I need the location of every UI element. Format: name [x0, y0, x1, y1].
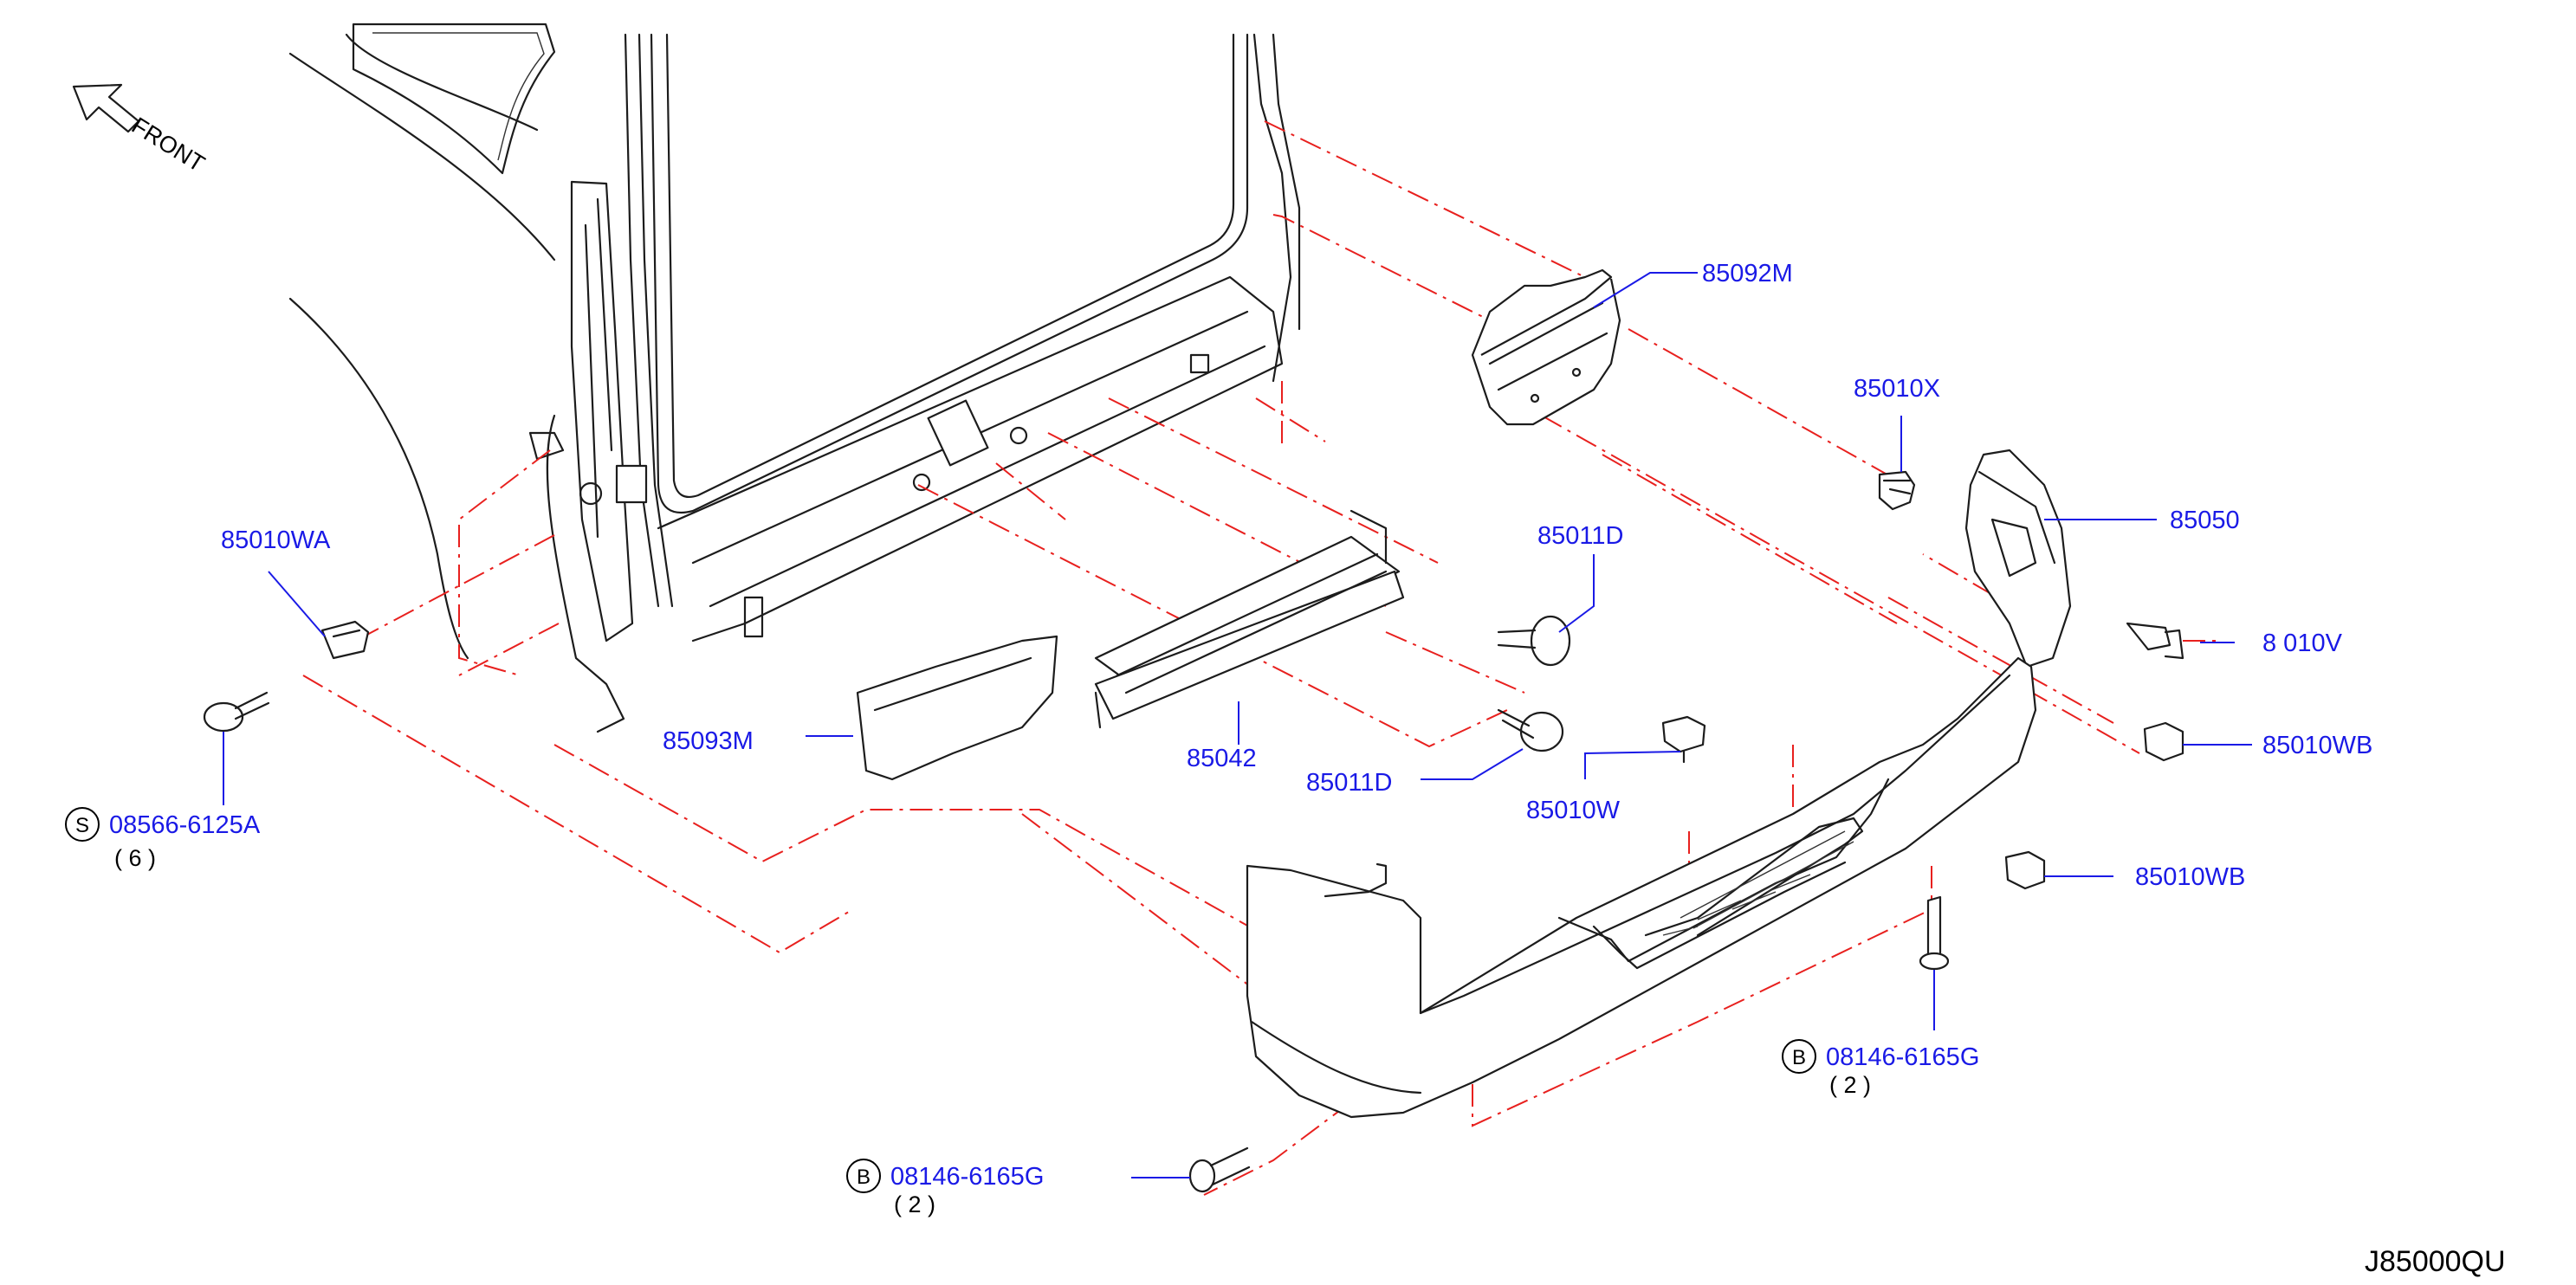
part-85011d-grommet-2[interactable] — [1497, 708, 1564, 752]
symbol-b-circle-2 — [846, 1159, 881, 1193]
label-85010wb-2: 85010WB — [2135, 863, 2245, 891]
part-08146-6165g-bolt-1[interactable] — [1919, 895, 1950, 971]
part-85010x-clip[interactable] — [1878, 470, 1916, 511]
part-85010v-clip[interactable] — [2126, 622, 2184, 660]
part-85093m-bracket[interactable] — [856, 635, 1058, 781]
part-85010wb-clip-2[interactable] — [2004, 850, 2046, 890]
label-08566-6125a: 08566-6125A — [109, 811, 261, 839]
qty-08146-6165g-2: ( 2 ) — [894, 1191, 935, 1217]
symbol-s: S — [75, 814, 89, 837]
label-85093m: 85093M — [663, 727, 754, 755]
label-85010v: 8 010V — [2262, 630, 2343, 657]
label-85042: 85042 — [1187, 745, 1257, 772]
part-85010wb-clip-1[interactable] — [2143, 721, 2184, 762]
qty-08566-6125a: ( 6 ) — [114, 845, 156, 871]
label-85010w: 85010W — [1526, 797, 1621, 824]
symbol-b-1: B — [1792, 1046, 1806, 1069]
label-85092m: 85092M — [1702, 260, 1793, 287]
part-85092m-bracket[interactable] — [1471, 268, 1621, 426]
label-85050: 85050 — [2170, 507, 2240, 534]
diagram-reference: J85000QU — [2365, 1245, 2506, 1278]
symbol-s-circle — [65, 807, 100, 842]
label-85010x: 85010X — [1854, 375, 1940, 403]
part-85050-side-bracket[interactable] — [1964, 449, 2072, 668]
leader-lines — [223, 272, 2252, 1178]
part-08566-6125a-screw[interactable] — [203, 691, 270, 733]
label-85011d-2: 85011D — [1306, 769, 1392, 797]
label-08146-6165g-2: 08146-6165G — [890, 1163, 1044, 1191]
part-85010wa-clip[interactable] — [320, 620, 370, 660]
label-08146-6165g-1: 08146-6165G — [1826, 1043, 1979, 1071]
front-arrow-icon — [72, 83, 140, 133]
label-85010wb-1: 85010WB — [2262, 732, 2372, 759]
rear-bumper-fascia[interactable] — [1246, 656, 2037, 1119]
symbol-b-circle-1 — [1782, 1039, 1816, 1074]
body-panel — [288, 23, 1301, 733]
part-08146-6165g-bolt-2[interactable] — [1188, 1146, 1251, 1193]
part-85042-reinforcement[interactable] — [1094, 509, 1405, 729]
part-85010w-clip[interactable] — [1661, 715, 1706, 764]
qty-08146-6165g-1: ( 2 ) — [1829, 1072, 1871, 1098]
part-85011d-grommet-1[interactable] — [1497, 615, 1571, 667]
symbol-b-2: B — [857, 1166, 871, 1189]
label-85011d-1: 85011D — [1537, 522, 1623, 550]
label-85010wa: 85010WA — [221, 526, 331, 554]
front-label: FRONT — [127, 113, 210, 178]
